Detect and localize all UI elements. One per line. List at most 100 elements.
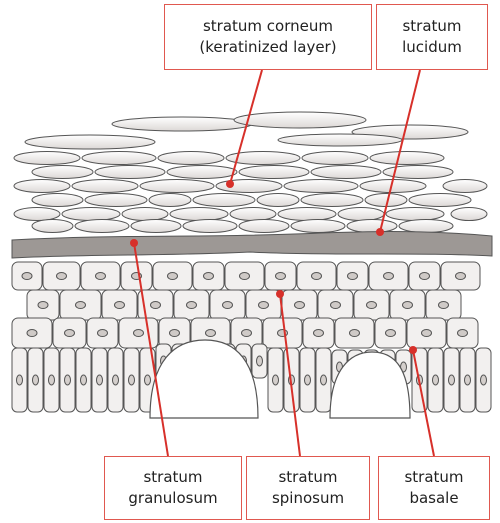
stratum-lucidum-band [12,232,492,258]
corneum-cell [158,152,224,165]
cell-nucleus [465,375,471,385]
label-granulosum-line2: granulosum [105,488,241,509]
corneum-cell [62,208,120,221]
cell-nucleus [57,273,67,280]
cell-nucleus [17,375,23,385]
corneum-cell [72,180,138,193]
cell-nucleus [420,273,430,280]
corneum-cell [149,194,191,207]
label-spinosum-line2: spinosum [247,488,369,509]
corneum-cell [257,194,299,207]
cell-nucleus [145,375,151,385]
corneum-cell [183,220,237,233]
cell-nucleus [223,302,233,309]
cell-nucleus [273,375,279,385]
label-corneum-line1: stratum corneum [165,16,371,37]
cell-nucleus [49,375,55,385]
cell-nucleus [113,375,119,385]
corneum-cell [302,152,368,165]
cell-nucleus [65,330,75,337]
cell-nucleus [433,375,439,385]
corneum-cell [193,194,255,207]
cell-nucleus [96,273,106,280]
dot-lucidum [376,228,384,236]
cell-nucleus [187,302,197,309]
corneum-cell [95,166,165,179]
cell-nucleus [81,375,87,385]
cell-nucleus [65,375,71,385]
cell-nucleus [403,302,413,309]
corneum-cell [278,208,336,221]
stratum-spinosum-cells [12,262,480,348]
cell-nucleus [134,330,144,337]
cell-nucleus [115,302,125,309]
corneum-cell [14,180,70,193]
corneum-cell [291,220,345,233]
cell-nucleus [481,375,487,385]
label-corneum-line2: (keratinized layer) [165,37,371,58]
corneum-cell [311,166,381,179]
corneum-cell [239,220,289,233]
corneum-cell [216,180,282,193]
cell-nucleus [257,356,263,366]
corneum-cell [239,166,309,179]
corneum-cell [170,208,228,221]
cell-nucleus [33,375,39,385]
corneum-cell [122,208,168,221]
cell-nucleus [242,330,252,337]
cell-nucleus [27,330,37,337]
stratum-corneum-cells [14,112,487,233]
cell-nucleus [449,375,455,385]
label-granulosum-line1: stratum [105,467,241,488]
cell-nucleus [240,273,250,280]
cell-nucleus [76,302,86,309]
cell-nucleus [276,273,286,280]
corneum-cell [370,152,444,165]
label-lucidum-line2: lucidum [377,37,487,58]
corneum-cell [284,180,358,193]
cell-nucleus [168,273,178,280]
corneum-cell [82,152,156,165]
cell-nucleus [22,273,32,280]
cell-nucleus [305,375,311,385]
cell-nucleus [458,330,468,337]
corneum-cell [14,208,60,221]
corneum-cell [338,208,384,221]
cell-nucleus [439,302,449,309]
cell-nucleus [151,302,161,309]
corneum-cell [451,208,487,221]
cell-nucleus [204,273,214,280]
label-basale-line1: stratum [379,467,489,488]
cell-nucleus [350,330,360,337]
label-lucidum-line1: stratum [377,16,487,37]
corneum-cell [32,166,93,179]
label-stratum-lucidum: stratum lucidum [376,4,488,70]
cell-nucleus [206,330,216,337]
dot-corneum [226,180,234,188]
corneum-cell [409,194,471,207]
corneum-cell [140,180,214,193]
cell-nucleus [129,375,135,385]
dot-basale [409,346,417,354]
corneum-cell [443,180,487,193]
corneum-cell [75,220,129,233]
corneum-cell [301,194,363,207]
corneum-cell [32,220,73,233]
cell-nucleus [321,375,327,385]
label-stratum-corneum: stratum corneum (keratinized layer) [164,4,372,70]
corneum-cell [386,208,444,221]
cell-nucleus [331,302,341,309]
corneum-cell [167,166,237,179]
label-spinosum-line1: stratum [247,467,369,488]
corneum-cell [131,220,181,233]
cell-nucleus [456,273,466,280]
cell-nucleus [259,302,269,309]
label-stratum-basale: stratum basale [378,456,490,520]
cell-nucleus [314,330,324,337]
cell-nucleus [386,330,396,337]
label-stratum-granulosum: stratum granulosum [104,456,242,520]
cell-nucleus [97,375,103,385]
label-basale-line2: basale [379,488,489,509]
corneum-cell [230,208,276,221]
